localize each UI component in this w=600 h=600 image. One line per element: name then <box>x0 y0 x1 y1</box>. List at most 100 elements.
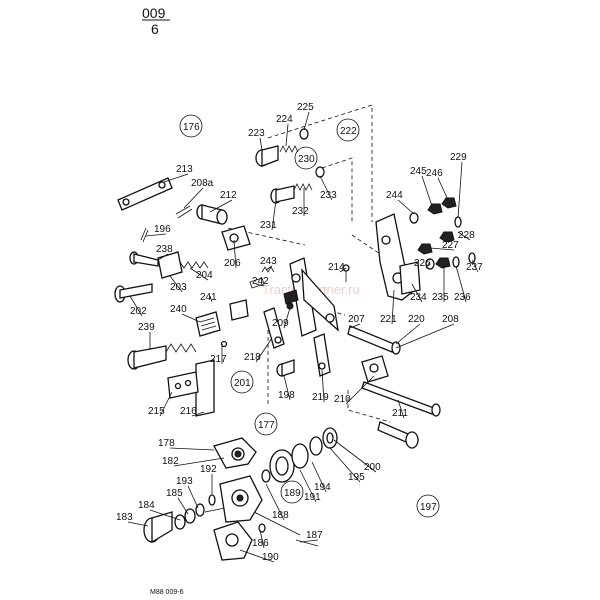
part-label-233: 233 <box>320 190 337 201</box>
group-ref-circles: 176 222 230 201 177 189 197 <box>179 114 440 518</box>
leader-line-237 <box>471 259 479 273</box>
leader-line-215 <box>159 391 173 417</box>
part-238-pin <box>129 251 159 267</box>
part-233-washer <box>315 166 325 178</box>
part-178-yoke-top <box>213 437 257 469</box>
part-label-235: 235 <box>432 292 449 303</box>
leader-line-228 <box>457 231 471 241</box>
part-242-rod <box>249 277 265 289</box>
part-label-225: 225 <box>297 102 314 113</box>
part-label-191: 191 <box>304 492 321 503</box>
part-label-245: 245 <box>410 166 427 177</box>
part-228-nut <box>439 231 455 243</box>
leader-line-229 <box>457 161 463 219</box>
part-label-226: 226 <box>414 258 431 269</box>
part-216-plate <box>195 359 215 417</box>
part-225-washer <box>299 128 309 140</box>
leader-line-240 <box>181 313 201 323</box>
leader-line-208a <box>183 187 204 209</box>
leader-line-224 <box>285 123 289 147</box>
part-204-spring <box>157 251 209 279</box>
part-label-187: 187 <box>306 530 323 541</box>
leader-line-206 <box>233 239 237 269</box>
part-184-washer <box>174 514 186 530</box>
part-label-196: 196 <box>154 224 171 235</box>
part-239-bolt <box>127 343 197 370</box>
part-191-ring <box>291 443 309 469</box>
part-212-pin <box>196 204 228 225</box>
group-230-circle <box>294 146 318 170</box>
part-223-bolt <box>255 145 279 167</box>
part-label-183: 183 <box>116 512 133 523</box>
part-label-227: 227 <box>442 240 459 251</box>
leader-line-184 <box>149 509 181 521</box>
part-label-237: 237 <box>466 262 483 273</box>
leader-line-194 <box>311 461 327 493</box>
part-label-221: 221 <box>380 314 397 325</box>
leader-line-216 <box>191 411 205 417</box>
part-label-239: 239 <box>138 322 155 333</box>
leader-line-203 <box>169 275 183 293</box>
part-label-208: 208 <box>442 314 459 325</box>
leader-line-202 <box>129 295 143 317</box>
group-197-circle <box>416 494 440 518</box>
part-label-184: 184 <box>138 500 155 511</box>
part-208a-pin <box>175 205 193 219</box>
part-label-217: 217 <box>210 354 227 365</box>
group-189-label: 189 <box>284 488 301 499</box>
part-208-lever <box>283 257 339 337</box>
group-177-circle <box>254 412 278 436</box>
leader-line-207 <box>349 323 361 329</box>
leader-line-200 <box>333 439 377 473</box>
part-220-shaft <box>347 325 401 355</box>
part-label-224: 224 <box>276 114 293 125</box>
leader-line-210 <box>345 375 375 405</box>
leader-line-211 <box>397 399 405 419</box>
part-227-nut <box>417 243 433 255</box>
part-215-bracket <box>167 371 199 399</box>
part-226-washer <box>425 258 435 270</box>
leader-line-204 <box>189 267 209 281</box>
leader-line-227 <box>429 247 455 251</box>
part-194-ring <box>309 436 323 456</box>
part-232-spring <box>293 183 313 191</box>
leader-line-225 <box>303 111 310 131</box>
leader-line-218 <box>255 337 273 363</box>
part-236-washer <box>452 256 460 268</box>
part-label-241: 241 <box>200 292 217 303</box>
part-200-rod <box>377 421 419 449</box>
part-218-link <box>263 307 285 349</box>
part-198-sleeve <box>276 359 295 377</box>
part-237-washer <box>468 252 476 264</box>
part-label-203: 203 <box>170 282 187 293</box>
part-241-block <box>229 299 249 321</box>
part-label-198: 198 <box>278 390 295 401</box>
part-178-yoke-bottom <box>213 521 253 561</box>
part-label-200: 200 <box>364 462 381 473</box>
leader-line-193 <box>187 485 199 509</box>
leader-line-182 <box>173 457 225 467</box>
part-189-housing <box>219 475 263 523</box>
leader-line-238 <box>157 253 169 261</box>
leader-line-209 <box>283 307 291 329</box>
part-label-186: 186 <box>252 538 269 549</box>
part-label-215: 215 <box>148 406 165 417</box>
part-label-210: 210 <box>334 394 351 405</box>
group-222-label: 222 <box>340 126 357 137</box>
group-222-circle <box>336 118 360 142</box>
part-186-washer <box>258 523 266 533</box>
leader-line-242 <box>255 283 265 287</box>
part-label-243: 243 <box>260 256 277 267</box>
part-label-223: 223 <box>248 128 265 139</box>
group-177-label: 177 <box>258 420 275 431</box>
part-label-212: 212 <box>220 190 237 201</box>
part-240-block <box>195 311 221 337</box>
part-label-204: 204 <box>196 270 213 281</box>
part-196-pin <box>140 227 149 243</box>
group-176-label: 176 <box>183 122 200 133</box>
leader-line-243 <box>265 265 273 271</box>
leader-line-208 <box>395 323 455 349</box>
diagram-code-bottom: 6 <box>151 21 159 37</box>
